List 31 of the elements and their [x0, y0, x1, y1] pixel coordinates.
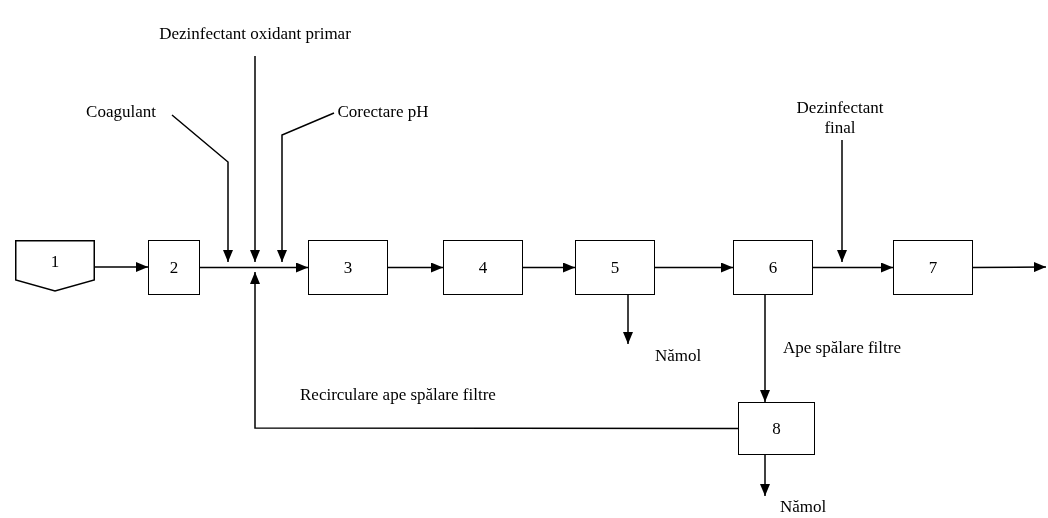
arrow [387, 262, 444, 273]
input-label: Coagulant [65, 100, 177, 124]
process-box: 7 [893, 240, 973, 295]
arrow [760, 454, 770, 497]
output-label: Nămol [780, 496, 842, 518]
arrow [654, 262, 734, 273]
arrow [250, 55, 260, 263]
arrow [837, 139, 847, 263]
arrow [760, 294, 770, 403]
source-tank: 1 [15, 240, 95, 292]
arrow [812, 262, 894, 273]
arrow [199, 262, 309, 273]
process-box: 2 [148, 240, 200, 295]
edge-label: Recirculare ape spălare filtre [300, 385, 496, 405]
arrow [972, 262, 1047, 273]
arrow [171, 114, 233, 263]
edge-label: Ape spălare filtre [783, 338, 901, 358]
input-label: Dezinfectant final [780, 96, 900, 140]
input-label: Dezinfectant oxidant primar [150, 12, 360, 56]
arrow [94, 262, 149, 272]
process-box: 3 [308, 240, 388, 295]
input-label: Corectare pH [322, 100, 444, 124]
arrow [250, 271, 739, 430]
arrow [623, 294, 633, 345]
process-box: 8 [738, 402, 815, 455]
output-label: Nămol [655, 344, 717, 368]
arrow [522, 262, 576, 273]
process-box: 4 [443, 240, 523, 295]
process-box: 5 [575, 240, 655, 295]
process-box: 6 [733, 240, 813, 295]
arrow [277, 112, 335, 263]
